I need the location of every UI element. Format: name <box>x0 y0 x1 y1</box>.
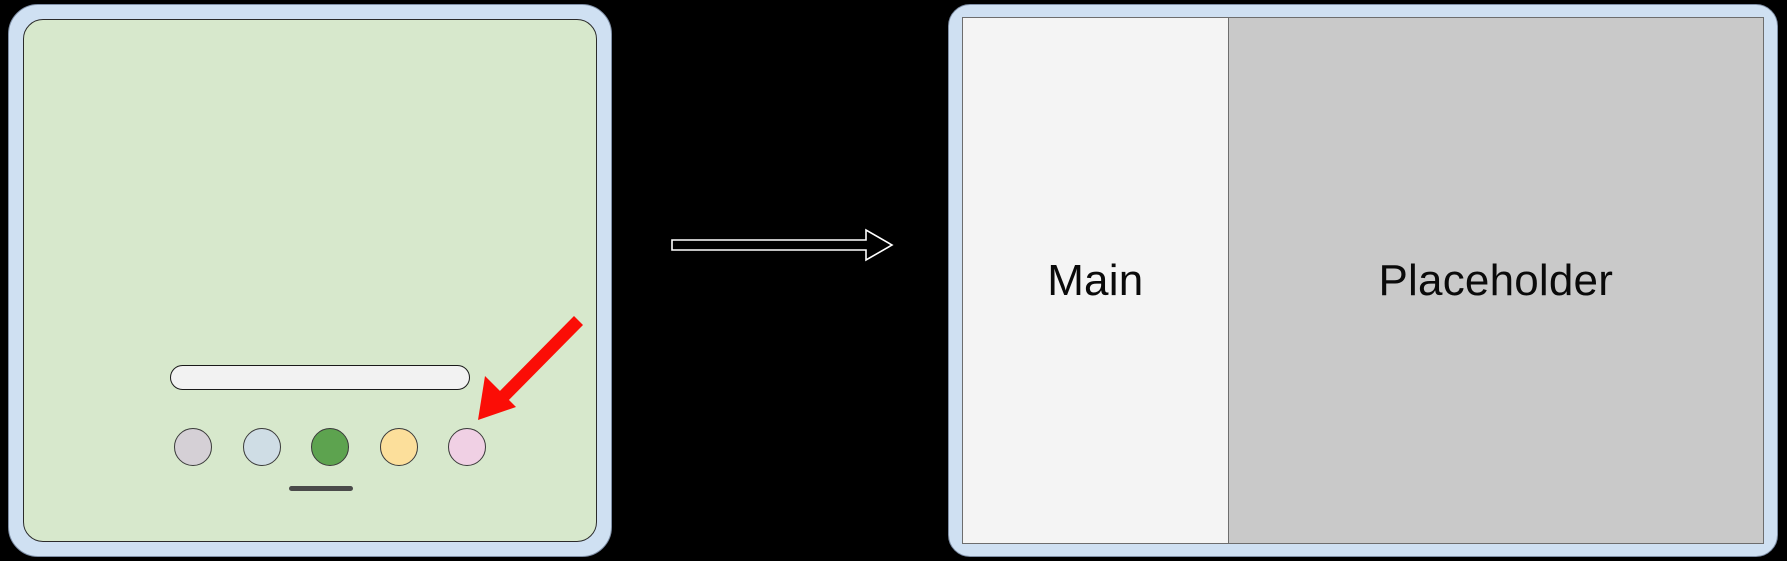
transition-arrow-icon <box>671 228 894 262</box>
pane-main-label: Main <box>1047 255 1144 305</box>
pane-placeholder[interactable]: Placeholder <box>1228 18 1763 543</box>
red-pointer-arrow-icon <box>478 316 583 420</box>
dock <box>174 424 486 470</box>
left-device-screen <box>23 19 597 542</box>
dock-app-3[interactable] <box>311 428 349 466</box>
dock-app-1[interactable] <box>174 428 212 466</box>
search-input[interactable] <box>170 365 470 390</box>
pane-main[interactable]: Main <box>963 18 1229 543</box>
right-device-screen: Main Placeholder <box>962 17 1764 544</box>
dock-app-4[interactable] <box>379 428 418 466</box>
right-device-frame: Main Placeholder <box>948 4 1778 557</box>
home-indicator[interactable] <box>289 486 353 491</box>
dock-app-2[interactable] <box>242 428 281 466</box>
left-device-frame <box>8 4 612 557</box>
dock-app-5[interactable] <box>448 428 486 466</box>
pane-placeholder-label: Placeholder <box>1378 255 1614 305</box>
